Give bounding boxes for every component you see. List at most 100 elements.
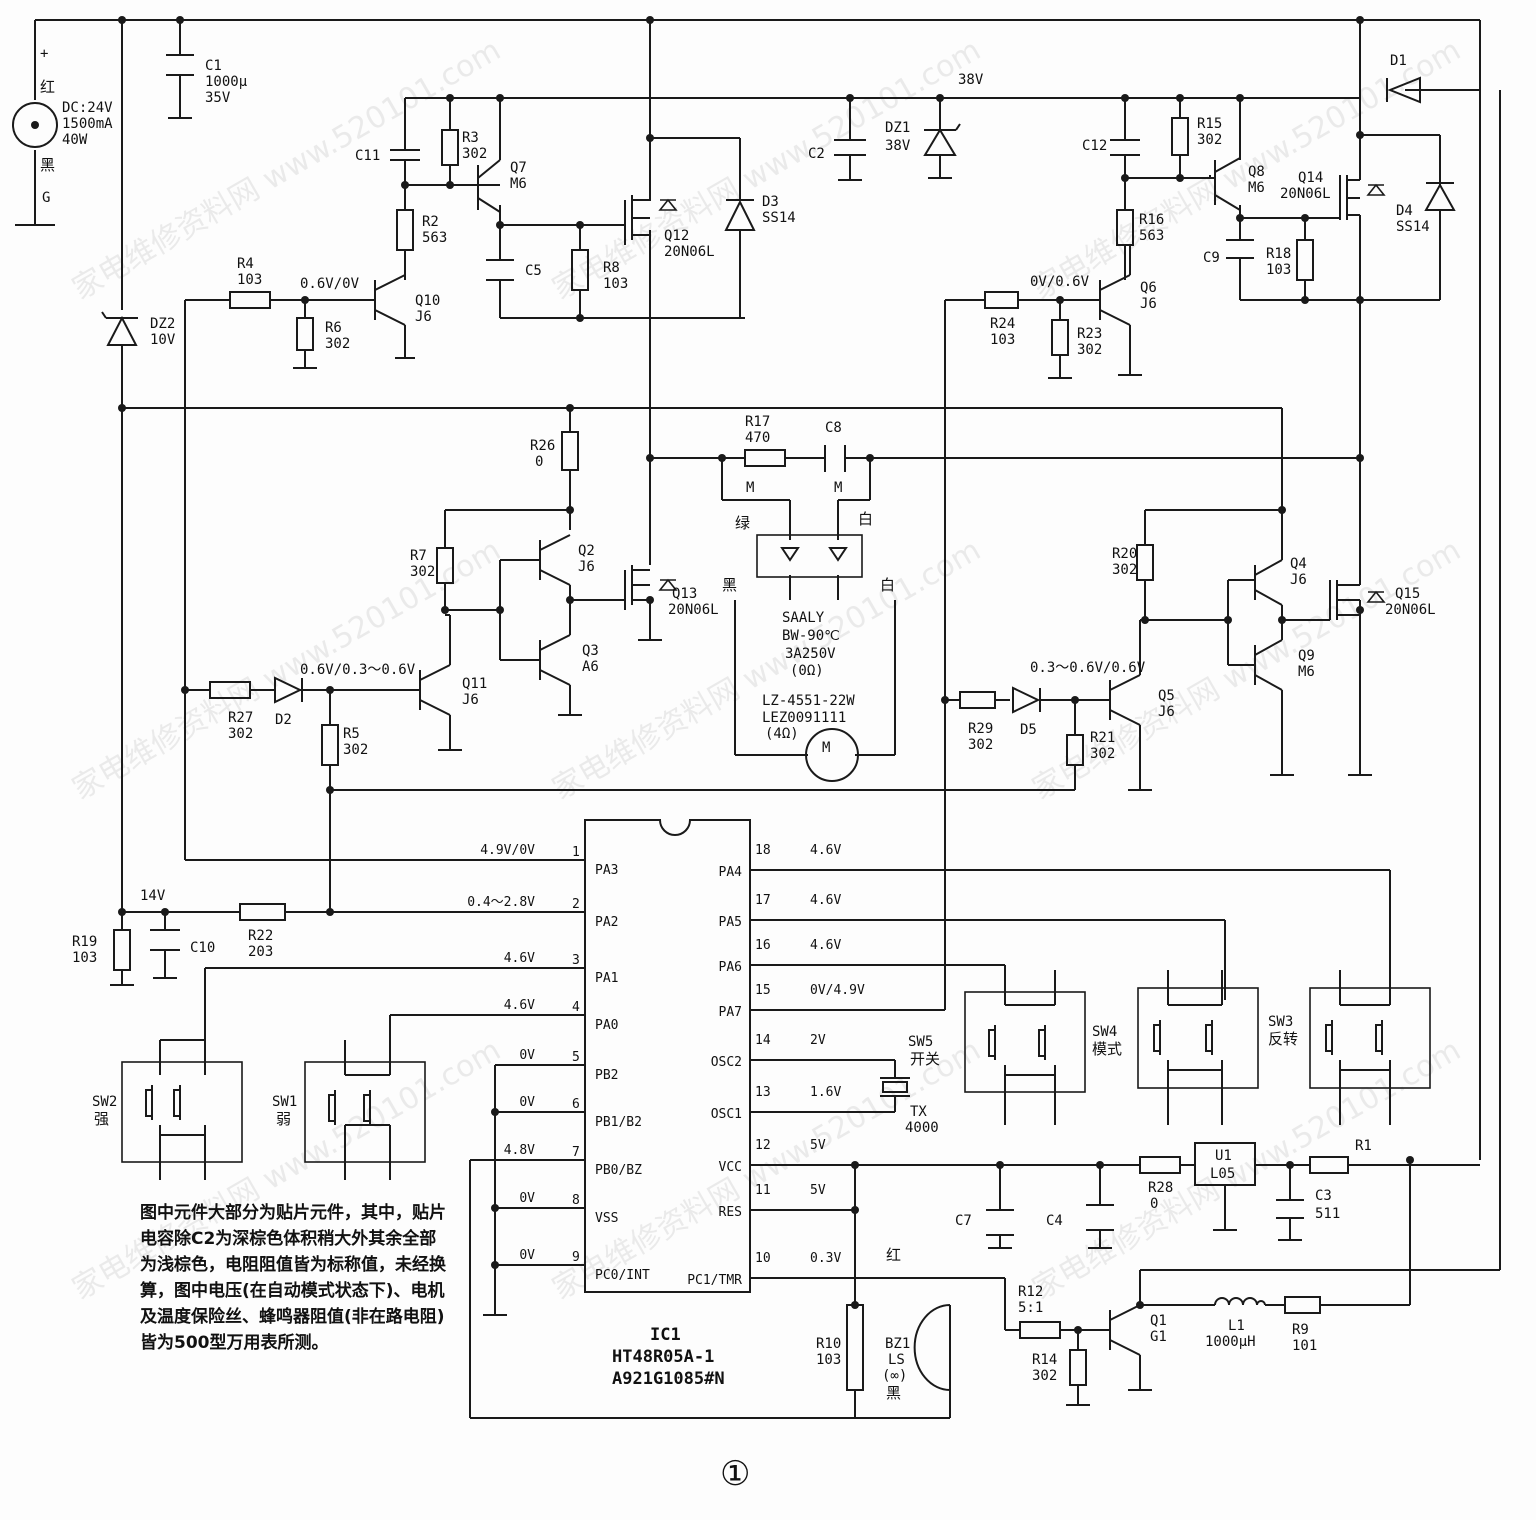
label-r6: R6: [325, 320, 342, 336]
label-sw1: SW1: [272, 1094, 297, 1110]
ic-pin-name: PA0: [595, 1018, 618, 1033]
ic-pin-voltage: 4.6V: [810, 938, 841, 953]
label-r20: R20: [1112, 546, 1137, 562]
ic-pin-number: 11: [755, 1183, 771, 1198]
ic-pin-name: PA4: [719, 865, 743, 880]
label-r12: R12: [1018, 1284, 1043, 1300]
ic-pin-name: PA1: [595, 971, 618, 986]
ic-pin-name: PA5: [719, 915, 742, 930]
label-q4: Q4: [1290, 556, 1307, 572]
ic-pin-name: PB2: [595, 1068, 618, 1083]
resistor-r23: [1051, 319, 1069, 356]
ic-pin-number: 5: [572, 1050, 580, 1065]
label-l1: L1: [1228, 1318, 1245, 1334]
diode-d4: [1424, 182, 1456, 211]
resistor-r9: [1284, 1296, 1321, 1314]
ic-pin-voltage: 1.6V: [810, 1085, 841, 1100]
capacitor-c2: [834, 139, 866, 156]
label-sw5: SW5: [908, 1034, 933, 1050]
watermark: 家电维修资料网 www.520101.com: [67, 33, 507, 307]
ic-pin-number: 16: [755, 938, 771, 953]
ic-pin-name: RES: [719, 1205, 742, 1220]
label-r21: R21: [1090, 730, 1115, 746]
capacitor-c4: [1086, 1204, 1114, 1231]
motor-code: LEZ0091111: [762, 710, 846, 726]
value-r22: 203: [248, 944, 273, 960]
label-q8: Q8: [1248, 164, 1265, 180]
sw1-function: 弱: [276, 1110, 291, 1128]
value-r24: 103: [990, 332, 1015, 348]
connector-m: M: [834, 480, 842, 496]
label-r8: R8: [603, 260, 620, 276]
resistor-r1: [1309, 1156, 1349, 1174]
label-c10: C10: [190, 940, 215, 956]
label-c12: C12: [1082, 138, 1107, 154]
ic-pin-voltage: 5V: [810, 1183, 826, 1198]
value-r23: 302: [1077, 342, 1102, 358]
value-dz2: 10V: [150, 332, 176, 348]
ic-pin-name: VCC: [719, 1160, 742, 1175]
label-q15: Q15: [1395, 586, 1420, 602]
resistor-r2: [396, 209, 414, 251]
type-q10: J6: [415, 309, 432, 325]
capacitor-c11: [390, 149, 420, 161]
ic-pin-name: PA3: [595, 863, 618, 878]
label-d4: D4: [1396, 203, 1413, 219]
label-bz1: BZ1: [885, 1336, 910, 1352]
ic-pin-number: 14: [755, 1033, 771, 1048]
capacitor-c3: [1276, 1199, 1304, 1219]
resistor-r22: [239, 903, 286, 921]
ic-pin-number: 18: [755, 843, 771, 858]
resistor-r7: [436, 547, 454, 584]
label-r9: R9: [1292, 1322, 1309, 1338]
power-jack: [12, 102, 58, 148]
ic-pin-voltage: 4.6V: [810, 843, 841, 858]
ic-pin-number: 7: [572, 1145, 580, 1160]
value-r16: 563: [1139, 228, 1164, 244]
motor-resistance: (4Ω): [765, 726, 799, 742]
fuse-brand: SAALY: [782, 610, 825, 626]
ic-pin-number: 9: [572, 1250, 580, 1265]
label-c5: C5: [525, 263, 542, 279]
ic-pin-voltage: 0V: [519, 1095, 535, 1110]
junctions: [118, 16, 1414, 1334]
label-r14: R14: [1032, 1352, 1057, 1368]
label-c9: C9: [1203, 250, 1220, 266]
capacitor-c1: [166, 54, 194, 76]
label-r15: R15: [1197, 116, 1222, 132]
ic-pin-number: 15: [755, 983, 771, 998]
type-q11: J6: [462, 692, 479, 708]
buzzer-bz1: [913, 1304, 951, 1391]
inductor-l1: [1214, 1297, 1266, 1306]
value-r6: 302: [325, 336, 350, 352]
resistor-r27: [209, 681, 251, 699]
value-r5: 302: [343, 742, 368, 758]
resistance-bz1: (∞): [882, 1368, 907, 1384]
ic-pin-voltage: 5V: [810, 1138, 826, 1153]
type-q6: J6: [1140, 296, 1157, 312]
capacitor-c5: [486, 259, 514, 281]
resistor-r14: [1069, 1349, 1087, 1386]
type-q1: G1: [1150, 1329, 1167, 1345]
ic-pin-number: 13: [755, 1085, 771, 1100]
ic-pin-voltage: 0.3V: [810, 1251, 841, 1266]
switch-sw1: [304, 1040, 426, 1180]
fuse-resistance: (0Ω): [790, 663, 824, 679]
rating-c1: 35V: [205, 90, 231, 106]
ic-pin-labels: 1PA34.9V/0V2PA20.4～2.8V3PA14.6V4PA04.6V5…: [467, 843, 865, 1288]
ic-pin-name: PC0/INT: [595, 1268, 650, 1283]
transistor-q8: [1210, 157, 1241, 211]
ic-pin-voltage: 4.8V: [504, 1143, 535, 1158]
value-r26: 0: [535, 454, 543, 470]
type-d3: SS14: [762, 210, 796, 226]
label-r18: R18: [1266, 246, 1291, 262]
ic-pin-voltage: 0V: [519, 1191, 535, 1206]
value-r8: 103: [603, 276, 628, 292]
watermark: 家电维修资料网 www.520101.com: [1027, 1033, 1467, 1307]
label-r17: R17: [745, 414, 770, 430]
type-q13: 20N06L: [668, 602, 719, 618]
value-c3: 511: [1315, 1206, 1340, 1222]
value-r18: 103: [1266, 262, 1291, 278]
type-bz1: LS: [888, 1352, 905, 1368]
